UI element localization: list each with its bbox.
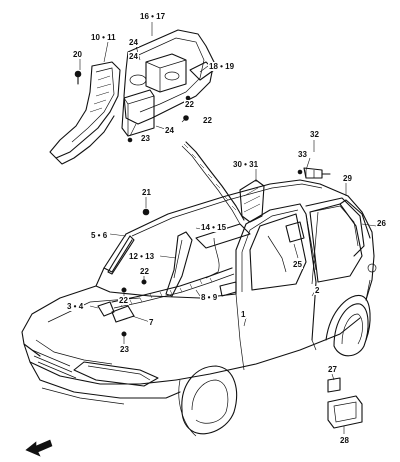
label-23-b: 23 [119, 345, 130, 354]
label-22-b: 22 [202, 116, 213, 125]
label-5-6: 5 • 6 [90, 231, 109, 240]
label-26: 26 [376, 219, 387, 228]
label-24-b: 24 [128, 52, 139, 61]
label-2: 2 [314, 286, 321, 295]
label-18-19: 18 • 19 [208, 62, 236, 71]
car-body [21, 179, 375, 437]
label-1: 1 [240, 310, 247, 319]
leader-lines [79, 22, 377, 434]
label-29: 29 [342, 174, 353, 183]
front-arrow-icon [25, 439, 53, 457]
label-7: 7 [148, 318, 155, 327]
label-22-d: 22 [118, 296, 129, 305]
label-10-11: 10 • 11 [90, 33, 117, 42]
label-20: 20 [72, 50, 83, 59]
label-22-c: 22 [139, 267, 150, 276]
label-28: 28 [339, 436, 350, 445]
bracket-32-33 [297, 167, 331, 179]
label-16-17: 16 • 17 [139, 12, 167, 21]
label-14-15: 14 • 15 [200, 223, 228, 232]
label-24-a: 24 [128, 38, 139, 47]
label-32: 32 [309, 130, 320, 139]
label-21: 21 [141, 188, 152, 197]
label-25: 25 [292, 260, 303, 269]
label-3-4: 3 • 4 [66, 302, 85, 311]
label-22-a: 22 [184, 100, 195, 109]
label-27: 27 [327, 365, 338, 374]
label-23-a: 23 [140, 134, 151, 143]
label-33: 33 [297, 150, 308, 159]
interior-trim-parts [107, 179, 365, 323]
label-12-13: 12 • 13 [128, 252, 156, 261]
label-8-9: 8 • 9 [200, 293, 219, 302]
label-24-c: 24 [164, 126, 175, 135]
label-30-31: 30 • 31 [232, 160, 260, 169]
